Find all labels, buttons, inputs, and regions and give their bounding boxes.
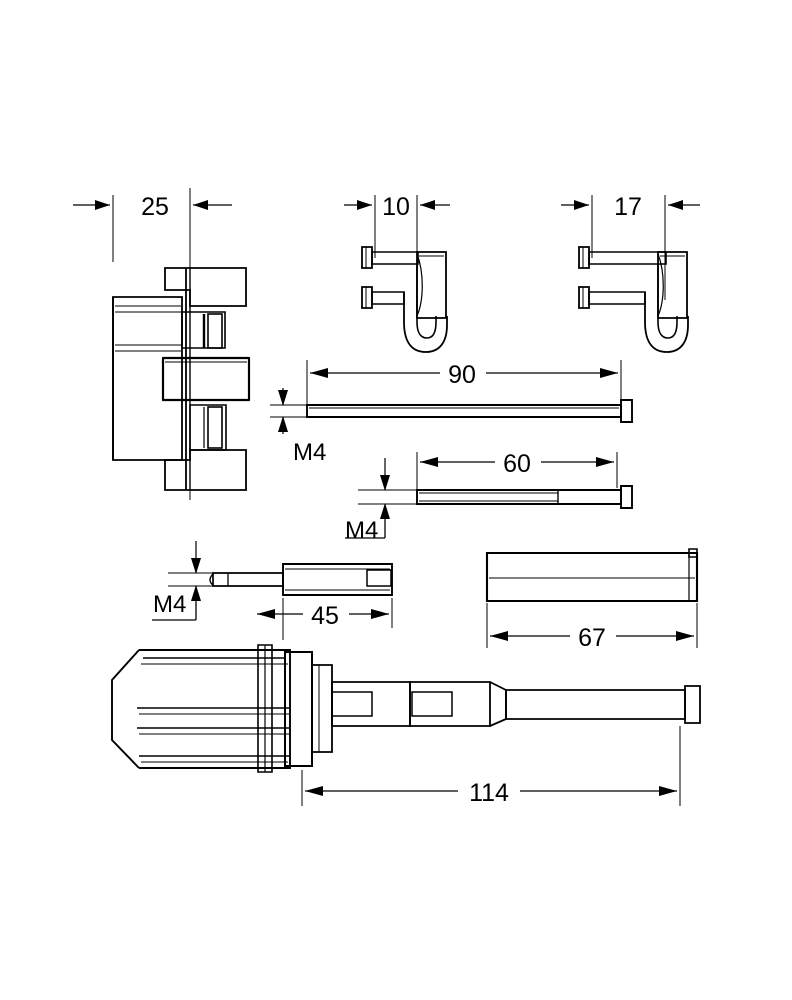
- label-bg-90: [440, 361, 486, 389]
- label-bg-114: [458, 779, 520, 807]
- part-extension-sleeve-45: [209, 563, 393, 596]
- m4-callout-screw-60: [345, 458, 420, 539]
- label-bg-25: [136, 192, 176, 222]
- thread-label-m4-screw-60: M4: [345, 517, 378, 544]
- dimension-label-17: 17: [614, 193, 642, 221]
- dimension-label-60: 60: [503, 450, 531, 478]
- dimension-17: [561, 195, 700, 300]
- part-valve-body-flange: [112, 267, 251, 491]
- m4-callout-sleeve-45: [152, 541, 228, 621]
- part-screw-90: [306, 399, 633, 423]
- label-bg-67: [570, 624, 616, 652]
- part-screw-60: [416, 485, 633, 509]
- part-hook-bracket-short: [361, 246, 448, 353]
- part-hook-bracket-long: [578, 246, 689, 353]
- dimension-labels: 25 10 17 90 60 45 67 114: [136, 192, 644, 807]
- dimension-label-45: 45: [311, 602, 339, 630]
- dimension-label-67: 67: [578, 624, 606, 652]
- thread-label-m4-sleeve-45: M4: [153, 591, 186, 618]
- m4-callout-screw-90: [270, 388, 310, 434]
- part-valve-cartridge-assembly: [111, 644, 701, 773]
- thread-label-m4-screw-90: M4: [293, 439, 326, 466]
- thread-callout-labels: M4 M4 M4: [153, 439, 378, 618]
- label-bg-45: [303, 602, 349, 630]
- part-sleeve-67: [485, 548, 699, 603]
- dimension-label-90: 90: [448, 361, 476, 389]
- dimension-label-114: 114: [469, 779, 509, 807]
- label-bg-10: [380, 192, 412, 222]
- label-bg-60: [495, 450, 541, 478]
- dimension-label-25: 25: [141, 193, 169, 221]
- dimension-label-10: 10: [382, 193, 410, 221]
- label-bg-17: [612, 192, 644, 222]
